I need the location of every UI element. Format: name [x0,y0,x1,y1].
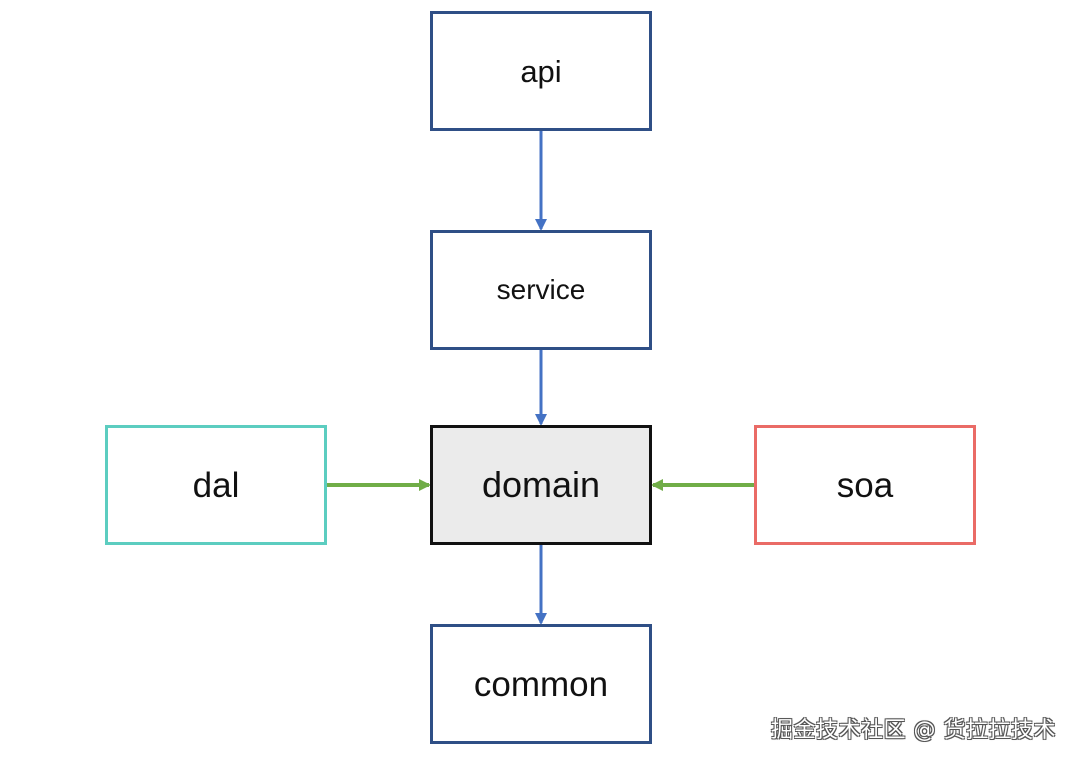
watermark: 掘金技术社区 @ 货拉拉技术 [771,718,1056,743]
node-service: service [430,230,652,350]
node-label: domain [481,464,601,505]
node-soa: soa [754,425,976,545]
node-label: soa [836,465,894,505]
node-api: api [430,11,652,131]
node-label: common [473,664,609,704]
node-common: common [430,624,652,744]
node-dal: dal [105,425,327,545]
node-label: dal [192,465,240,505]
node-label: service [496,274,586,305]
node-label: api [520,53,562,89]
node-domain: domain [430,425,652,545]
